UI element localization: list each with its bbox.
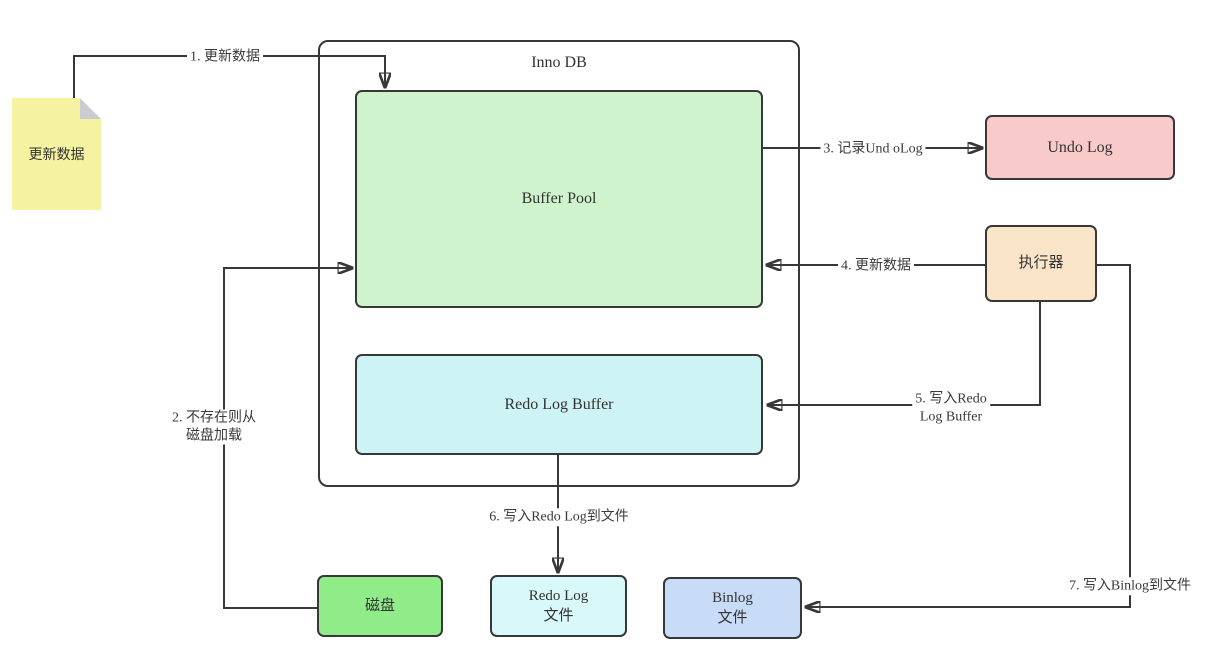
executor-label: 执行器 (1018, 255, 1064, 272)
innodb-title: Inno DB (531, 54, 587, 71)
innodb-container: Inno DB (318, 40, 800, 487)
edge-5-write-redo-log-buffer (768, 302, 1041, 405)
edge-label-7: 7. 写入Binlog到文件 (1065, 577, 1195, 595)
node-executor: 执行器 (985, 225, 1097, 302)
edge-7-write-binlog-to-file (806, 264, 1131, 607)
note-label: 更新数据 (28, 148, 85, 163)
edge-label-6: 6. 写入Redo Log到文件 (486, 508, 632, 526)
edge-label-1: 1. 更新数据 (187, 48, 263, 66)
edge-label-5: 5. 写入Redo Log Buffer (912, 390, 990, 426)
binlog-file-label: Binlog 文件 (712, 589, 753, 626)
node-buffer-pool: Buffer Pool (355, 90, 763, 308)
node-undo-log: Undo Log (985, 115, 1175, 180)
node-binlog-file: Binlog 文件 (663, 577, 802, 639)
buffer-pool-label: Buffer Pool (521, 190, 597, 208)
note-folded-corner (80, 98, 101, 119)
disk-label: 磁盘 (364, 597, 395, 614)
node-redo-log-buffer: Redo Log Buffer (355, 354, 763, 455)
node-redo-log-file: Redo Log 文件 (490, 575, 627, 637)
redo-log-buffer-label: Redo Log Buffer (504, 395, 614, 413)
edge-label-3: 3. 记录Und oLog (820, 140, 926, 158)
edge-label-2: 2. 不存在则从 磁盘加载 (169, 409, 259, 445)
edge-label-4: 4. 更新数据 (838, 257, 914, 275)
redo-log-file-label: Redo Log 文件 (528, 587, 589, 624)
undo-log-label: Undo Log (1047, 138, 1113, 156)
node-disk: 磁盘 (317, 575, 443, 637)
